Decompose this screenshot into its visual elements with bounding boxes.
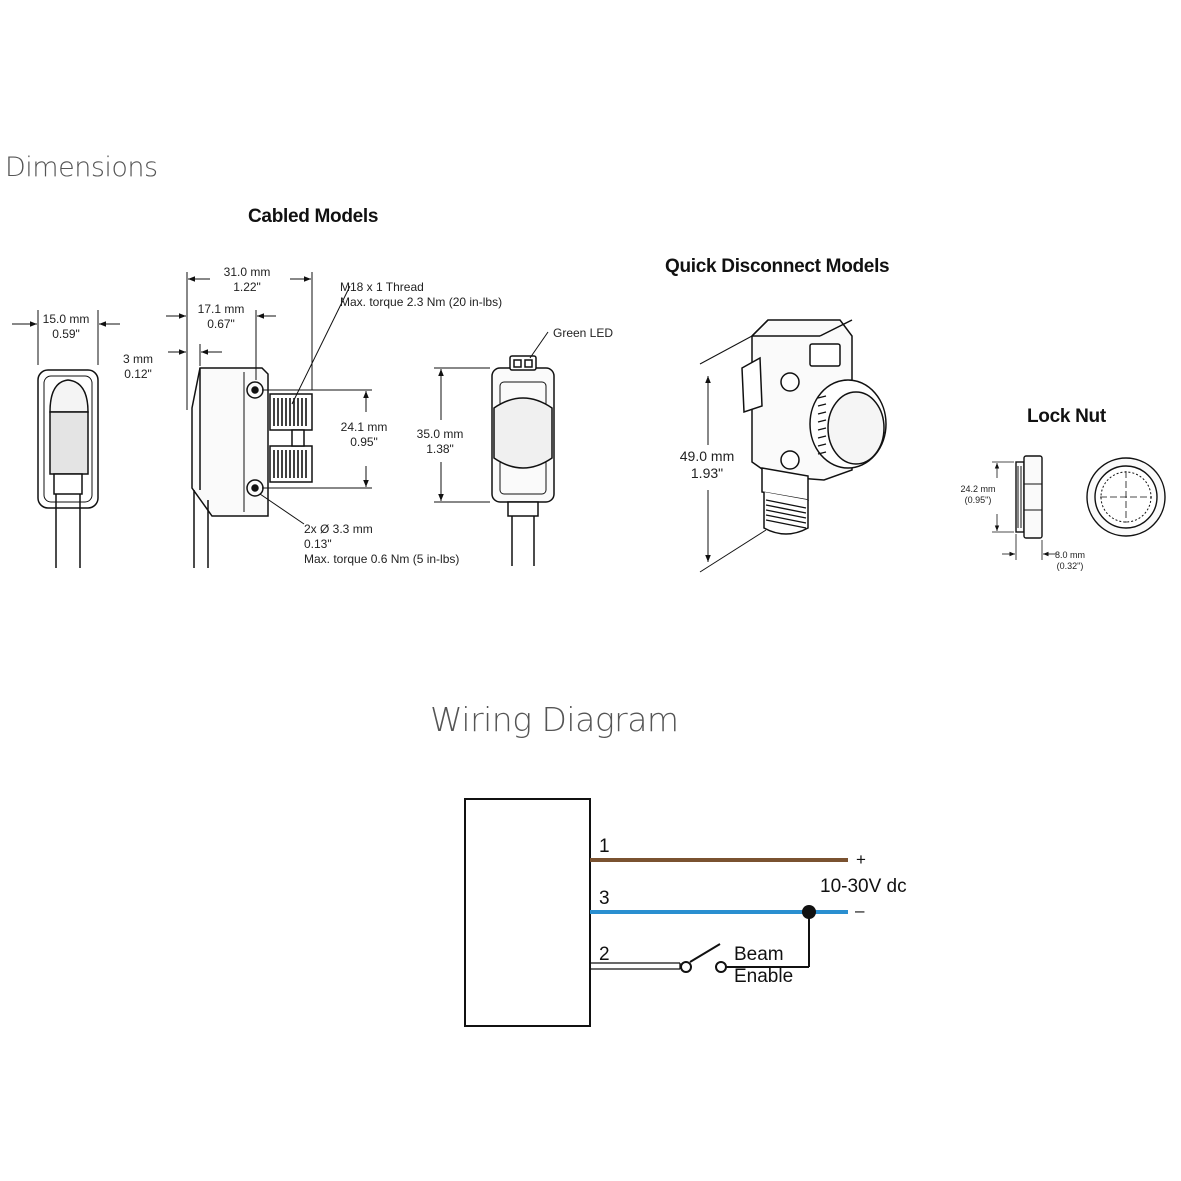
lock-nut-front-view [1086,457,1166,537]
cabled-mid-label: 17.1 mm 0.67" [186,302,256,332]
switch-lever [689,943,721,963]
qd-height-mm: 49.0 mm [679,448,735,464]
hole-spacing-mm: 24.1 mm [340,420,388,434]
lock-nut-thick-in: (0.32") [1056,561,1084,571]
cabled-offset-mm: 3 mm [123,352,153,366]
cabled-mid-in: 0.67" [207,317,235,331]
hole-torque: Max. torque 0.6 Nm (5 in-lbs) [304,552,460,566]
switch-contact-left [680,961,692,973]
cabled-width-label: 15.0 mm 0.59" [36,312,96,342]
thread-torque: Max. torque 2.3 Nm (20 in-lbs) [340,295,503,309]
pin-1-label: 1 [599,836,610,857]
cabled-back-dimensions [434,331,549,503]
cabled-side-view [191,367,313,568]
lock-nut-dia-label: 24.2 mm (0.95") [958,484,998,506]
thread-callout: M18 x 1 Thread Max. torque 2.3 Nm (20 in… [340,280,502,310]
qd-height-label: 49.0 mm 1.93" [672,448,742,482]
cabled-side-dimensions [166,272,372,525]
quick-disconnect-view [741,319,887,535]
beam-enable-label: Beam Enable [734,944,793,988]
quick-disconnect-thread [765,395,827,529]
lock-nut-title: Lock Nut [1027,406,1106,427]
plus-label: + [856,850,866,869]
cabled-offset-in: 0.12" [124,367,152,381]
cabled-length-mm: 31.0 mm [223,265,271,279]
cabled-height-label: 35.0 mm 1.38" [410,427,470,457]
thread-spec: M18 x 1 Thread [340,280,424,294]
minus-label: – [855,901,865,920]
cabled-mid-mm: 17.1 mm [197,302,245,316]
cabled-length-in: 1.22" [233,280,261,294]
cabled-height-in: 1.38" [426,442,454,456]
green-led-label: Green LED [553,326,614,340]
cabled-width-in: 0.59" [52,327,80,341]
lock-nut-knurl [1017,466,1022,528]
lock-nut-dimensions [992,461,1056,560]
lock-nut-dia-in: (0.95") [964,495,992,505]
sensor-block [464,798,591,1027]
cabled-width-mm: 15.0 mm [42,312,90,326]
pin-3-label: 3 [599,888,610,909]
lock-nut-thick-label: 8.0 mm (0.32") [1050,550,1090,572]
cabled-length-label: 31.0 mm 1.22" [212,265,282,295]
cabled-front-view [37,369,99,568]
cabled-offset-label: 3 mm 0.12" [116,352,160,382]
quick-disconnect-height-dimension [699,335,767,573]
hole-callout: 2x Ø 3.3 mm 0.13" Max. torque 0.6 Nm (5 … [304,522,459,567]
wiring-diagram [464,798,848,1027]
lock-nut-thick-mm: 8.0 mm [1054,550,1085,560]
pin-2-label: 2 [599,944,610,965]
switch-contact-right [715,961,727,973]
hole-spacing-label: 24.1 mm 0.95" [334,420,394,450]
junction-dot [802,905,816,919]
quick-disconnect-title: Quick Disconnect Models [665,256,890,277]
cabled-models-title: Cabled Models [248,206,379,227]
cabled-thread-hatching [273,398,307,478]
cabled-width-dimension [12,310,120,365]
hole-diameter-mm: 2x Ø 3.3 mm [304,522,373,536]
lock-nut-side-view [1015,455,1043,539]
supply-voltage-label: 10-30V dc [820,876,907,897]
wiring-diagram-heading: Wiring Diagram [430,700,679,739]
qd-height-in: 1.93" [690,465,724,481]
enable-label: Enable [734,966,794,987]
hole-diameter-in: 0.13" [304,537,332,551]
dimensions-heading: Dimensions [5,152,158,183]
cabled-height-mm: 35.0 mm [416,427,464,441]
hole-spacing-in: 0.95" [350,435,378,449]
beam-label: Beam [734,944,784,965]
cabled-back-view [491,355,555,566]
lock-nut-dia-mm: 24.2 mm [960,484,996,494]
